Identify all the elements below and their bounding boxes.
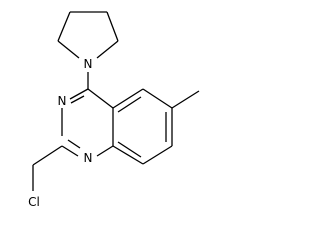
bond-c2-ch2 (32, 145, 63, 166)
bond-c7-c8 (142, 145, 173, 165)
pyrrolidine-ring (57, 11, 119, 59)
bond-c4a-c5 (112, 88, 144, 109)
pyrrolidine-nitrogen-label: N (84, 57, 93, 71)
ring-nitrogen-1-label: N (84, 151, 93, 165)
ring-nitrogen-3-label: N (58, 94, 67, 108)
bond-c2-n1-double (67, 139, 81, 149)
chlorine-label: Cl (28, 195, 40, 209)
bond-c4-n3-double (70, 95, 85, 104)
bond-n1-c8a (96, 145, 114, 157)
bond-pyrrolidine-c5-n (96, 40, 119, 59)
benzene-ring (112, 88, 173, 165)
molecule-structure-diagram: N N N Cl (28, 11, 200, 209)
bond-c6-methyl (171, 90, 200, 109)
bond-c8-c8a (112, 145, 144, 165)
bond-c2-n1 (61, 145, 79, 157)
bond-c4a-c5-double (117, 96, 142, 113)
bond-pyrrolidine-c4-c5 (106, 11, 119, 42)
bond-c4-n3 (69, 88, 89, 100)
bond-c5-c6 (142, 88, 173, 109)
bond-pyrrolidine-n-c2 (57, 40, 80, 59)
bond-c4a-c4 (87, 88, 114, 109)
bond-pyrrolidine-c2-c3 (57, 11, 71, 42)
pyrimidine-ring (61, 88, 114, 157)
bond-c8-c8a-double (117, 141, 142, 158)
